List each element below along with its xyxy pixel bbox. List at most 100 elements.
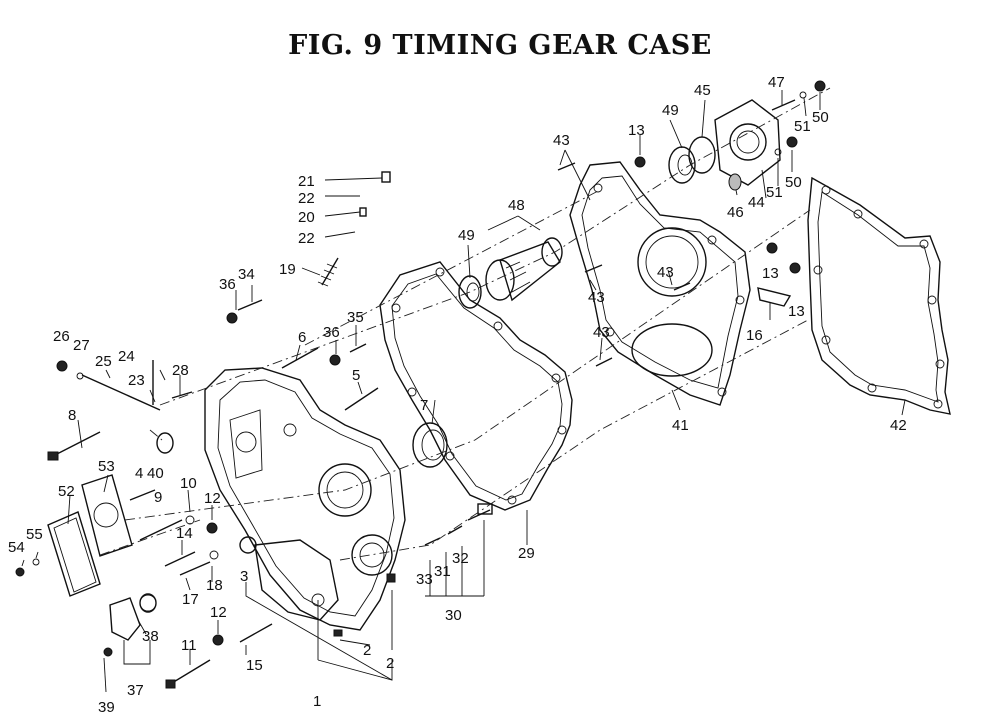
callout-43: 43: [657, 264, 674, 281]
callout-45: 45: [694, 82, 711, 99]
callout-22: 22: [298, 230, 315, 247]
callout-11: 11: [181, 637, 197, 654]
callout-46: 46: [727, 204, 744, 221]
leader-lines: [21, 90, 906, 693]
washer-27: [76, 372, 84, 380]
callout-3: 3: [240, 568, 248, 585]
callout-13: 13: [628, 122, 645, 139]
shaft-25: [81, 374, 161, 411]
nut-50a: [814, 80, 826, 92]
plug-2b: [386, 573, 396, 583]
callout-18: 18: [206, 577, 223, 594]
callout-1: 1: [313, 693, 321, 710]
bolt-34: [237, 299, 263, 311]
callout-48: 48: [508, 197, 525, 214]
gear-assembly-48: [485, 237, 563, 302]
callout-4: 4: [135, 465, 143, 482]
oil-seal-7: [412, 422, 448, 468]
callout-44: 44: [748, 194, 765, 211]
callout-13: 13: [762, 265, 779, 282]
bearing-housing-44: [714, 99, 781, 186]
nut-13b: [766, 242, 778, 254]
callout-29: 29: [518, 545, 535, 562]
callout-36: 36: [323, 324, 340, 341]
callout-35: 35: [347, 309, 364, 326]
callout-37: 37: [127, 682, 144, 699]
callout-13: 13: [788, 303, 805, 320]
callout-30: 30: [445, 607, 462, 624]
callout-17: 17: [182, 591, 199, 608]
bolt-43b: [584, 264, 603, 273]
bolt-9: [139, 519, 183, 541]
pin-28: [171, 391, 193, 399]
callout-7: 7: [420, 397, 428, 414]
callout-21: 21: [298, 173, 315, 190]
callout-49: 49: [662, 102, 679, 119]
callout-38: 38: [142, 628, 159, 645]
bolt-17: [179, 561, 211, 576]
callout-50: 50: [812, 109, 829, 126]
callout-52: 52: [58, 483, 75, 500]
bolt-14: [164, 551, 196, 567]
callout-25: 25: [95, 353, 112, 370]
bolt-8: [47, 431, 101, 461]
nut-36b: [329, 354, 341, 366]
nut-12a: [206, 522, 218, 534]
callout-24: 24: [118, 348, 135, 365]
bolt-11: [165, 659, 211, 689]
callout-8: 8: [68, 407, 76, 424]
callout-31: 31: [434, 563, 451, 580]
nut-13a: [634, 156, 646, 168]
callout-50: 50: [785, 174, 802, 191]
washer-51a: [799, 91, 807, 99]
washer-51b: [774, 148, 782, 156]
callout-42: 42: [890, 417, 907, 434]
relief-valve-30: [424, 503, 493, 546]
center-lines: [99, 87, 831, 561]
callout-12: 12: [204, 490, 221, 507]
callout-23: 23: [128, 372, 145, 389]
nut-36a: [226, 312, 238, 324]
washer-10: [185, 515, 195, 525]
cover-52: [47, 511, 101, 597]
callout-51: 51: [766, 184, 783, 201]
plug-23: [156, 432, 174, 454]
callout-26: 26: [53, 328, 70, 345]
callout-26: 55: [26, 526, 43, 543]
callout-labels: 21 22 20 22 19 36 34 6 36 35 5 26 27 25 …: [8, 74, 907, 716]
bracket-16: [757, 287, 792, 307]
cap-3: [239, 536, 257, 554]
bolt-47: [771, 99, 796, 111]
callout-41: 41: [672, 417, 689, 434]
callout-43: 43: [588, 289, 605, 306]
nut-12b: [212, 634, 224, 646]
callout-9: 9: [154, 489, 162, 506]
o-ring-40: [139, 593, 157, 613]
callout-2: 2: [386, 655, 394, 672]
callout-33: 33: [416, 571, 433, 588]
callout-6: 6: [298, 329, 306, 346]
callout-34: 34: [238, 266, 255, 283]
washer-18: [209, 550, 219, 560]
nut-13c: [789, 262, 801, 274]
spring-19: [317, 257, 339, 287]
nut-50b: [786, 136, 798, 148]
bushing-46: [728, 173, 742, 191]
callout-28: 28: [172, 362, 189, 379]
callout-22: 22: [298, 190, 315, 207]
callout-20: 20: [298, 209, 315, 226]
bolt-43d: [595, 357, 613, 367]
bolt-4: [129, 489, 156, 501]
figure-title: FIG. 9 TIMING GEAR CASE: [288, 30, 712, 61]
callout-49: 49: [458, 227, 475, 244]
bolt-39: [103, 647, 113, 657]
callout-47: 47: [768, 74, 785, 91]
callout-32: 32: [452, 550, 469, 567]
washer-55: [32, 558, 40, 566]
callout-16: 16: [746, 327, 763, 344]
callout-5: 5: [352, 367, 360, 384]
nut-54: [15, 567, 25, 577]
plate-53: [81, 474, 133, 557]
